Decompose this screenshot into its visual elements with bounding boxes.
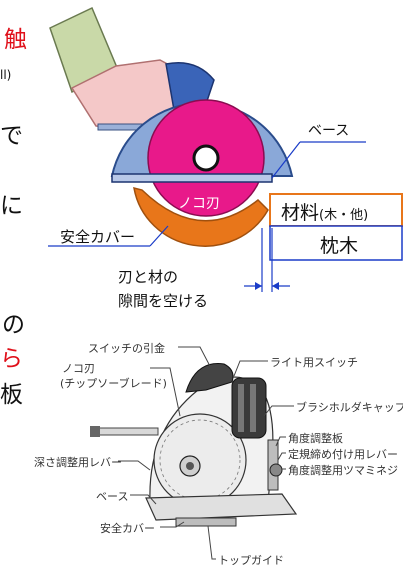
saw-base-plate: [145, 493, 298, 521]
leader-safety-cover: [160, 521, 185, 528]
leader-blade: [150, 367, 181, 417]
label-top-guide: トップガイド: [218, 554, 284, 567]
label-brush-cap: ブラシホルダキャップ: [296, 401, 403, 414]
label-angle-knob: 角度調整用ツマミネジ: [288, 464, 398, 477]
blade-arbor: [192, 144, 220, 172]
gap-arrow-left: [272, 282, 279, 290]
text-fragment-2: ll): [0, 68, 12, 82]
leader-base: [130, 494, 157, 505]
base-leader: [271, 141, 301, 179]
label-base: ベース: [308, 123, 350, 139]
angle-knob-part: [269, 463, 283, 477]
leader-fixing-lever: [277, 452, 286, 461]
leader-angle-plate: [275, 436, 286, 447]
label-gap-line2: 隙間を空ける: [118, 292, 209, 310]
label-safety-cover-part: 安全カバー: [100, 522, 155, 535]
text-fragment-3: で: [0, 123, 23, 149]
text-fragment-5: の: [2, 312, 25, 338]
label-sleeper: 枕木: [320, 235, 359, 257]
text-fragment-1: 触: [4, 27, 27, 53]
saw-cutting-diagram: [48, 6, 403, 292]
label-blade-name: ノコ刃: [62, 362, 95, 375]
label-light-switch: ライト用スイッチ: [270, 356, 358, 369]
label-fixing-lever: 定規締め付け用レバー: [288, 448, 398, 461]
saw-grip: [185, 363, 234, 393]
label-gap-line1: 刃と材の: [118, 268, 179, 286]
leader-depth-lever: [118, 460, 151, 471]
top-guide-part: [175, 517, 237, 527]
material-box: [269, 193, 403, 227]
label-blade: ノコ刃: [178, 196, 220, 212]
base-plate: [111, 173, 273, 183]
label-depth-lever: 深さ調整用レバー: [34, 456, 122, 469]
leader-top-guide: [207, 525, 216, 560]
motor-housing: [231, 377, 267, 439]
lower-safety-cover: [133, 186, 269, 247]
label-switch-trigger: スイッチの引金: [88, 342, 165, 355]
front-rod: [95, 427, 159, 436]
label-angle-plate: 角度調整板: [288, 432, 343, 445]
leader-brush-cap: [263, 405, 294, 417]
label-blade-sub: (チップソーブレード): [60, 377, 167, 390]
label-base-part: ベース: [96, 490, 129, 503]
text-fragment-7: 板: [0, 382, 23, 408]
leader-switch-trigger: [178, 346, 213, 371]
sleeper-box: [269, 225, 403, 261]
label-material: 材料(木・他): [281, 198, 368, 225]
text-fragment-6: ら: [0, 346, 23, 372]
circular-saw-parts-diagram: [90, 346, 298, 560]
gap-arrow-right: [255, 282, 262, 290]
label-material-sub: (木・他): [319, 208, 369, 223]
label-material-main: 材料: [281, 202, 320, 224]
text-fragment-4: に: [0, 193, 23, 219]
label-safety-cover: 安全カバー: [60, 228, 136, 246]
leader-light-switch: [233, 360, 268, 377]
